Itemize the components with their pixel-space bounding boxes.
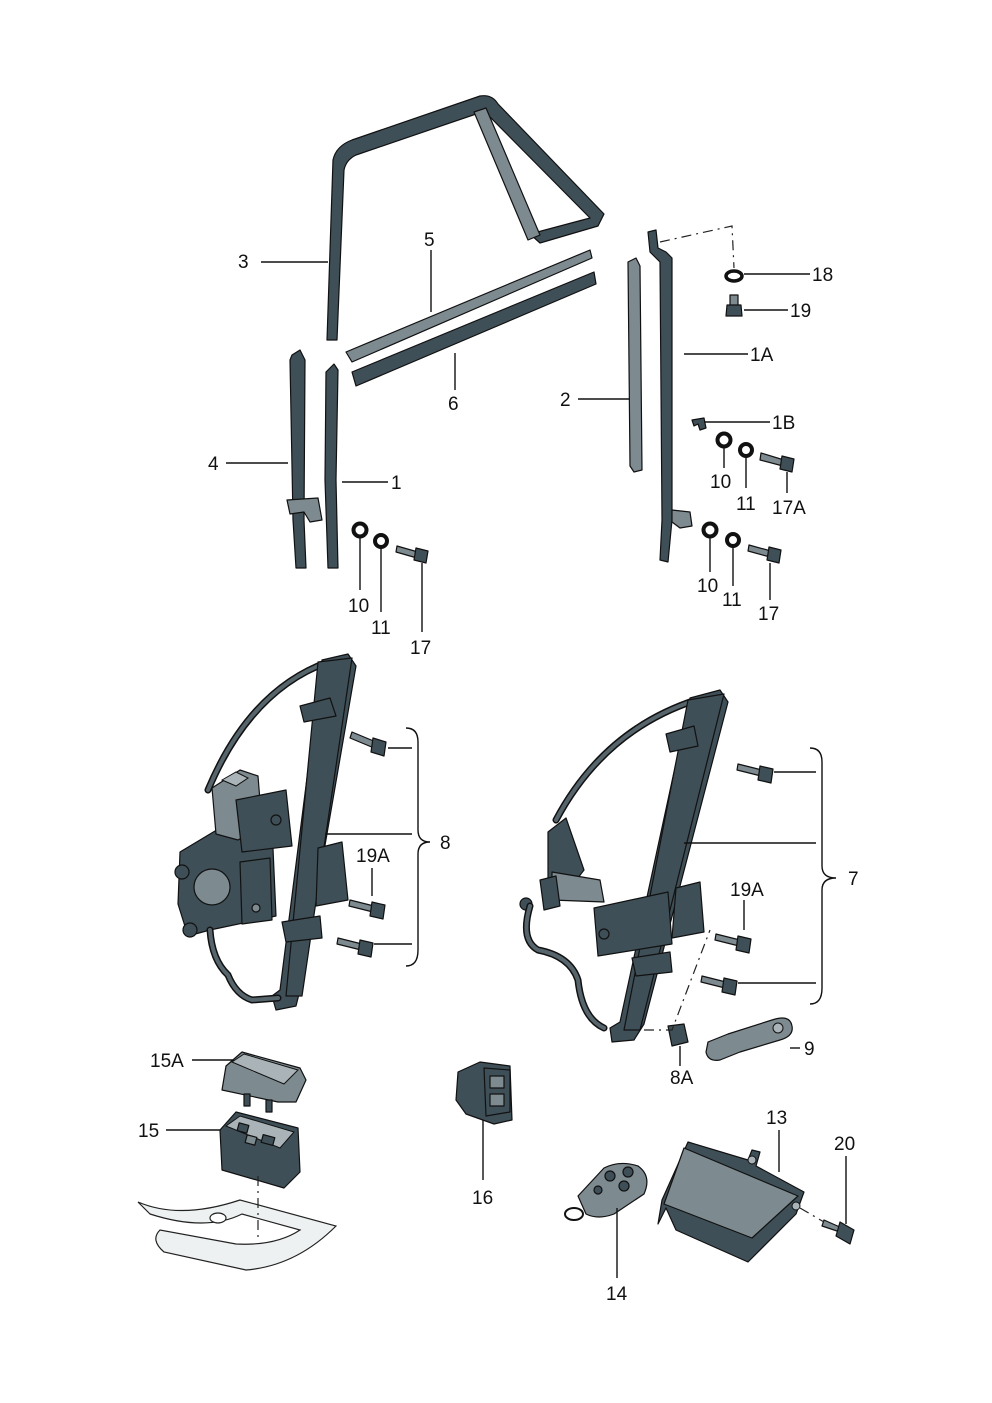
screw-20 — [821, 1219, 855, 1245]
label-11-left: 11 — [371, 618, 391, 639]
label-7: 7 — [848, 869, 859, 890]
label-18: 18 — [812, 265, 833, 286]
label-10-right-lower: 10 — [697, 576, 718, 597]
brackets-middle — [405, 727, 837, 1005]
label-15: 15 — [138, 1121, 159, 1142]
label-5: 5 — [424, 230, 435, 251]
bolt-19a-left — [348, 899, 386, 920]
washer-10-right-lower — [701, 521, 719, 539]
bolt-17a — [759, 452, 795, 473]
label-13: 13 — [766, 1108, 787, 1129]
label-19a-left: 19A — [356, 846, 390, 867]
window-regulator-manual — [519, 689, 729, 1043]
window-crank-handle-9 — [705, 1017, 793, 1061]
label-19: 19 — [790, 301, 811, 322]
console-panel — [137, 1199, 338, 1271]
window-frame-seal — [326, 95, 605, 341]
bolt-8-top — [349, 731, 387, 757]
window-switch-15 — [219, 1111, 301, 1189]
bolt-17-left — [395, 545, 429, 564]
leader-lines-middle — [325, 747, 816, 1066]
leader-lines-top — [226, 250, 810, 632]
label-16: 16 — [472, 1188, 493, 1209]
label-10-right-upper: 10 — [710, 472, 731, 493]
label-15a: 15A — [150, 1051, 184, 1072]
washer-10-left — [351, 521, 369, 539]
rail-seal-lower — [351, 271, 597, 387]
label-17-right: 17 — [758, 604, 779, 625]
label-1b: 1B — [772, 413, 795, 434]
guide-channel-right — [647, 229, 693, 563]
label-6: 6 — [448, 394, 459, 415]
bolt-8-bottom — [336, 937, 374, 958]
control-unit-13 — [657, 1141, 805, 1263]
callout-labels: 3 5 6 4 1 10 11 17 2 1A 1B 18 19 10 11 1… — [138, 230, 859, 1305]
guide-channel-left — [324, 363, 339, 569]
clip-1b — [691, 417, 707, 431]
label-17-left: 17 — [410, 638, 431, 659]
label-20: 20 — [834, 1134, 855, 1155]
label-8: 8 — [440, 833, 451, 854]
window-regulator-electric — [174, 653, 357, 1011]
label-4: 4 — [208, 454, 219, 475]
label-2: 2 — [560, 390, 571, 411]
guide-rail-left — [286, 349, 323, 569]
label-19a-right: 19A — [730, 880, 764, 901]
label-11-right-upper: 11 — [736, 494, 756, 515]
bolt-19 — [725, 294, 743, 317]
label-1: 1 — [391, 473, 402, 494]
lock-washer-11-right-upper — [738, 442, 754, 458]
nut-8a — [667, 1023, 689, 1047]
channel-strip-right — [627, 257, 643, 473]
label-1a: 1A — [750, 345, 774, 366]
label-8a: 8A — [670, 1068, 694, 1089]
remote-key-14 — [564, 1162, 648, 1221]
bolt-7-bottom — [700, 975, 738, 996]
label-9: 9 — [804, 1039, 815, 1060]
label-14: 14 — [606, 1284, 628, 1305]
dashed-assembly-line-13 — [799, 1207, 825, 1223]
switch-cover-15a — [221, 1051, 307, 1113]
lock-washer-11-right-lower — [725, 532, 741, 548]
label-11-right-lower: 11 — [722, 590, 742, 611]
bolt-19a-right — [714, 933, 752, 954]
leader-lines-bottom — [166, 1059, 847, 1278]
lock-washer-11-left — [373, 533, 389, 549]
rail-seal-upper — [345, 249, 593, 363]
washer-18 — [724, 269, 744, 283]
bolt-17-right — [747, 544, 782, 564]
label-17a: 17A — [772, 498, 806, 519]
label-10-left: 10 — [348, 596, 369, 617]
dashed-assembly-line — [659, 225, 735, 269]
dashed-assembly-line-7 — [644, 929, 711, 1031]
console-hole — [209, 1212, 227, 1224]
label-3: 3 — [238, 252, 249, 273]
washer-10-right-upper — [715, 431, 733, 449]
switch-16 — [455, 1061, 513, 1125]
bolt-7-top — [736, 763, 774, 784]
